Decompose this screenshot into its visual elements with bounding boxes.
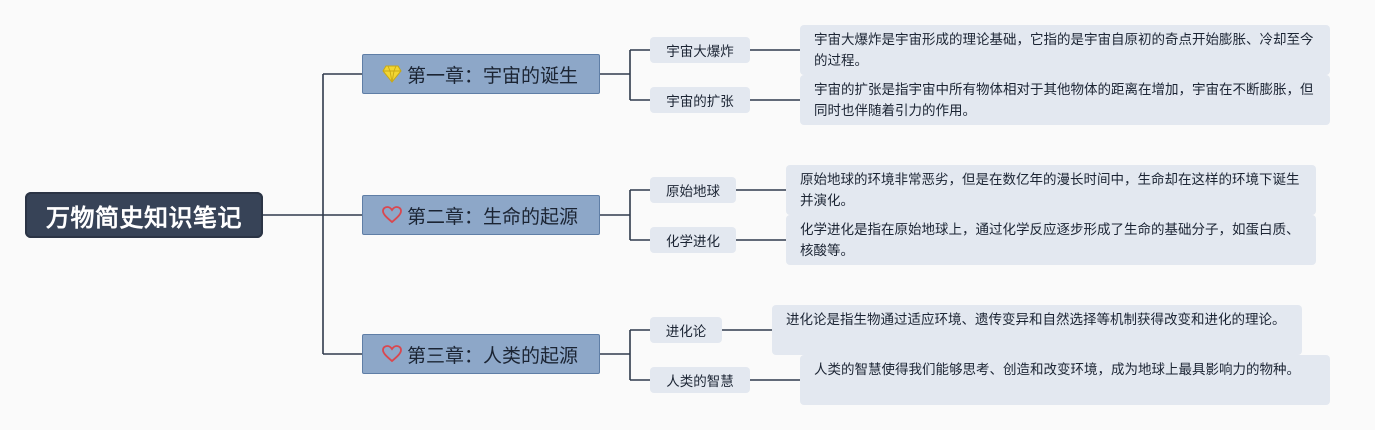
description-node[interactable]: 原始地球的环境非常恶劣，但是在数亿年的漫长时间中，生命却在这样的环境下诞生并演化… <box>786 165 1316 215</box>
topic-node[interactable]: 人类的智慧 <box>650 367 750 393</box>
description-node[interactable]: 宇宙的扩张是指宇宙中所有物体相对于其他物体的距离在增加，宇宙在不断膨胀，但同时也… <box>800 75 1330 125</box>
topic-label: 化学进化 <box>666 234 720 250</box>
description-text: 人类的智慧使得我们能够思考、创造和改变环境，成为地球上最具影响力的物种。 <box>814 362 1300 378</box>
connector-chapter-1-topics <box>600 49 650 101</box>
chapter-title: 第三章：人类的起源 <box>407 344 579 367</box>
description-text: 宇宙大爆炸是宇宙形成的理论基础，它指的是宇宙自原初的奇点开始膨胀、冷却至今的过程… <box>814 32 1314 69</box>
topic-label: 原始地球 <box>666 184 720 200</box>
chapter-node-3[interactable]: 第三章：人类的起源 <box>362 334 600 374</box>
topic-node[interactable]: 原始地球 <box>650 177 736 203</box>
chapter-node-2[interactable]: 第二章：生命的起源 <box>362 195 600 235</box>
connector-chapter-2-topics <box>600 189 650 241</box>
topic-node[interactable]: 宇宙大爆炸 <box>650 37 750 63</box>
topic-label: 宇宙大爆炸 <box>666 44 734 60</box>
chapter-title: 第一章：宇宙的诞生 <box>407 64 579 87</box>
connector-chapter-3-topics <box>600 329 650 381</box>
heart-icon <box>381 204 403 226</box>
topic-node[interactable]: 化学进化 <box>650 227 736 253</box>
description-node[interactable]: 人类的智慧使得我们能够思考、创造和改变环境，成为地球上最具影响力的物种。 <box>800 355 1330 405</box>
root-node[interactable]: 万物简史知识笔记 <box>25 192 263 238</box>
description-text: 原始地球的环境非常恶劣，但是在数亿年的漫长时间中，生命却在这样的环境下诞生并演化… <box>800 172 1300 209</box>
root-title: 万物简史知识笔记 <box>46 203 242 232</box>
description-text: 进化论是指生物通过适应环境、遗传变异和自然选择等机制获得改变和进化的理论。 <box>786 312 1286 328</box>
connector-chapter-1-descs <box>750 49 800 101</box>
topic-label: 人类的智慧 <box>666 374 734 390</box>
description-text: 宇宙的扩张是指宇宙中所有物体相对于其他物体的距离在增加，宇宙在不断膨胀，但同时也… <box>814 82 1314 119</box>
description-node[interactable]: 进化论是指生物通过适应环境、遗传变异和自然选择等机制获得改变和进化的理论。 <box>772 305 1302 355</box>
topic-label: 宇宙的扩张 <box>666 94 734 110</box>
connector-chapter-3-descs <box>722 329 800 381</box>
chapter-node-1[interactable]: 第一章：宇宙的诞生 <box>362 54 600 94</box>
description-node[interactable]: 化学进化是指在原始地球上，通过化学反应逐步形成了生命的基础分子，如蛋白质、核酸等… <box>786 215 1316 265</box>
topic-node[interactable]: 进化论 <box>650 317 722 343</box>
heart-icon <box>381 343 403 365</box>
diamond-icon <box>381 63 403 85</box>
description-node[interactable]: 宇宙大爆炸是宇宙形成的理论基础，它指的是宇宙自原初的奇点开始膨胀、冷却至今的过程… <box>800 25 1330 75</box>
chapter-title: 第二章：生命的起源 <box>407 205 579 228</box>
topic-label: 进化论 <box>665 324 707 340</box>
topic-node[interactable]: 宇宙的扩张 <box>650 87 750 113</box>
description-text: 化学进化是指在原始地球上，通过化学反应逐步形成了生命的基础分子，如蛋白质、核酸等… <box>800 222 1300 259</box>
connector-chapter-2-descs <box>736 189 786 241</box>
